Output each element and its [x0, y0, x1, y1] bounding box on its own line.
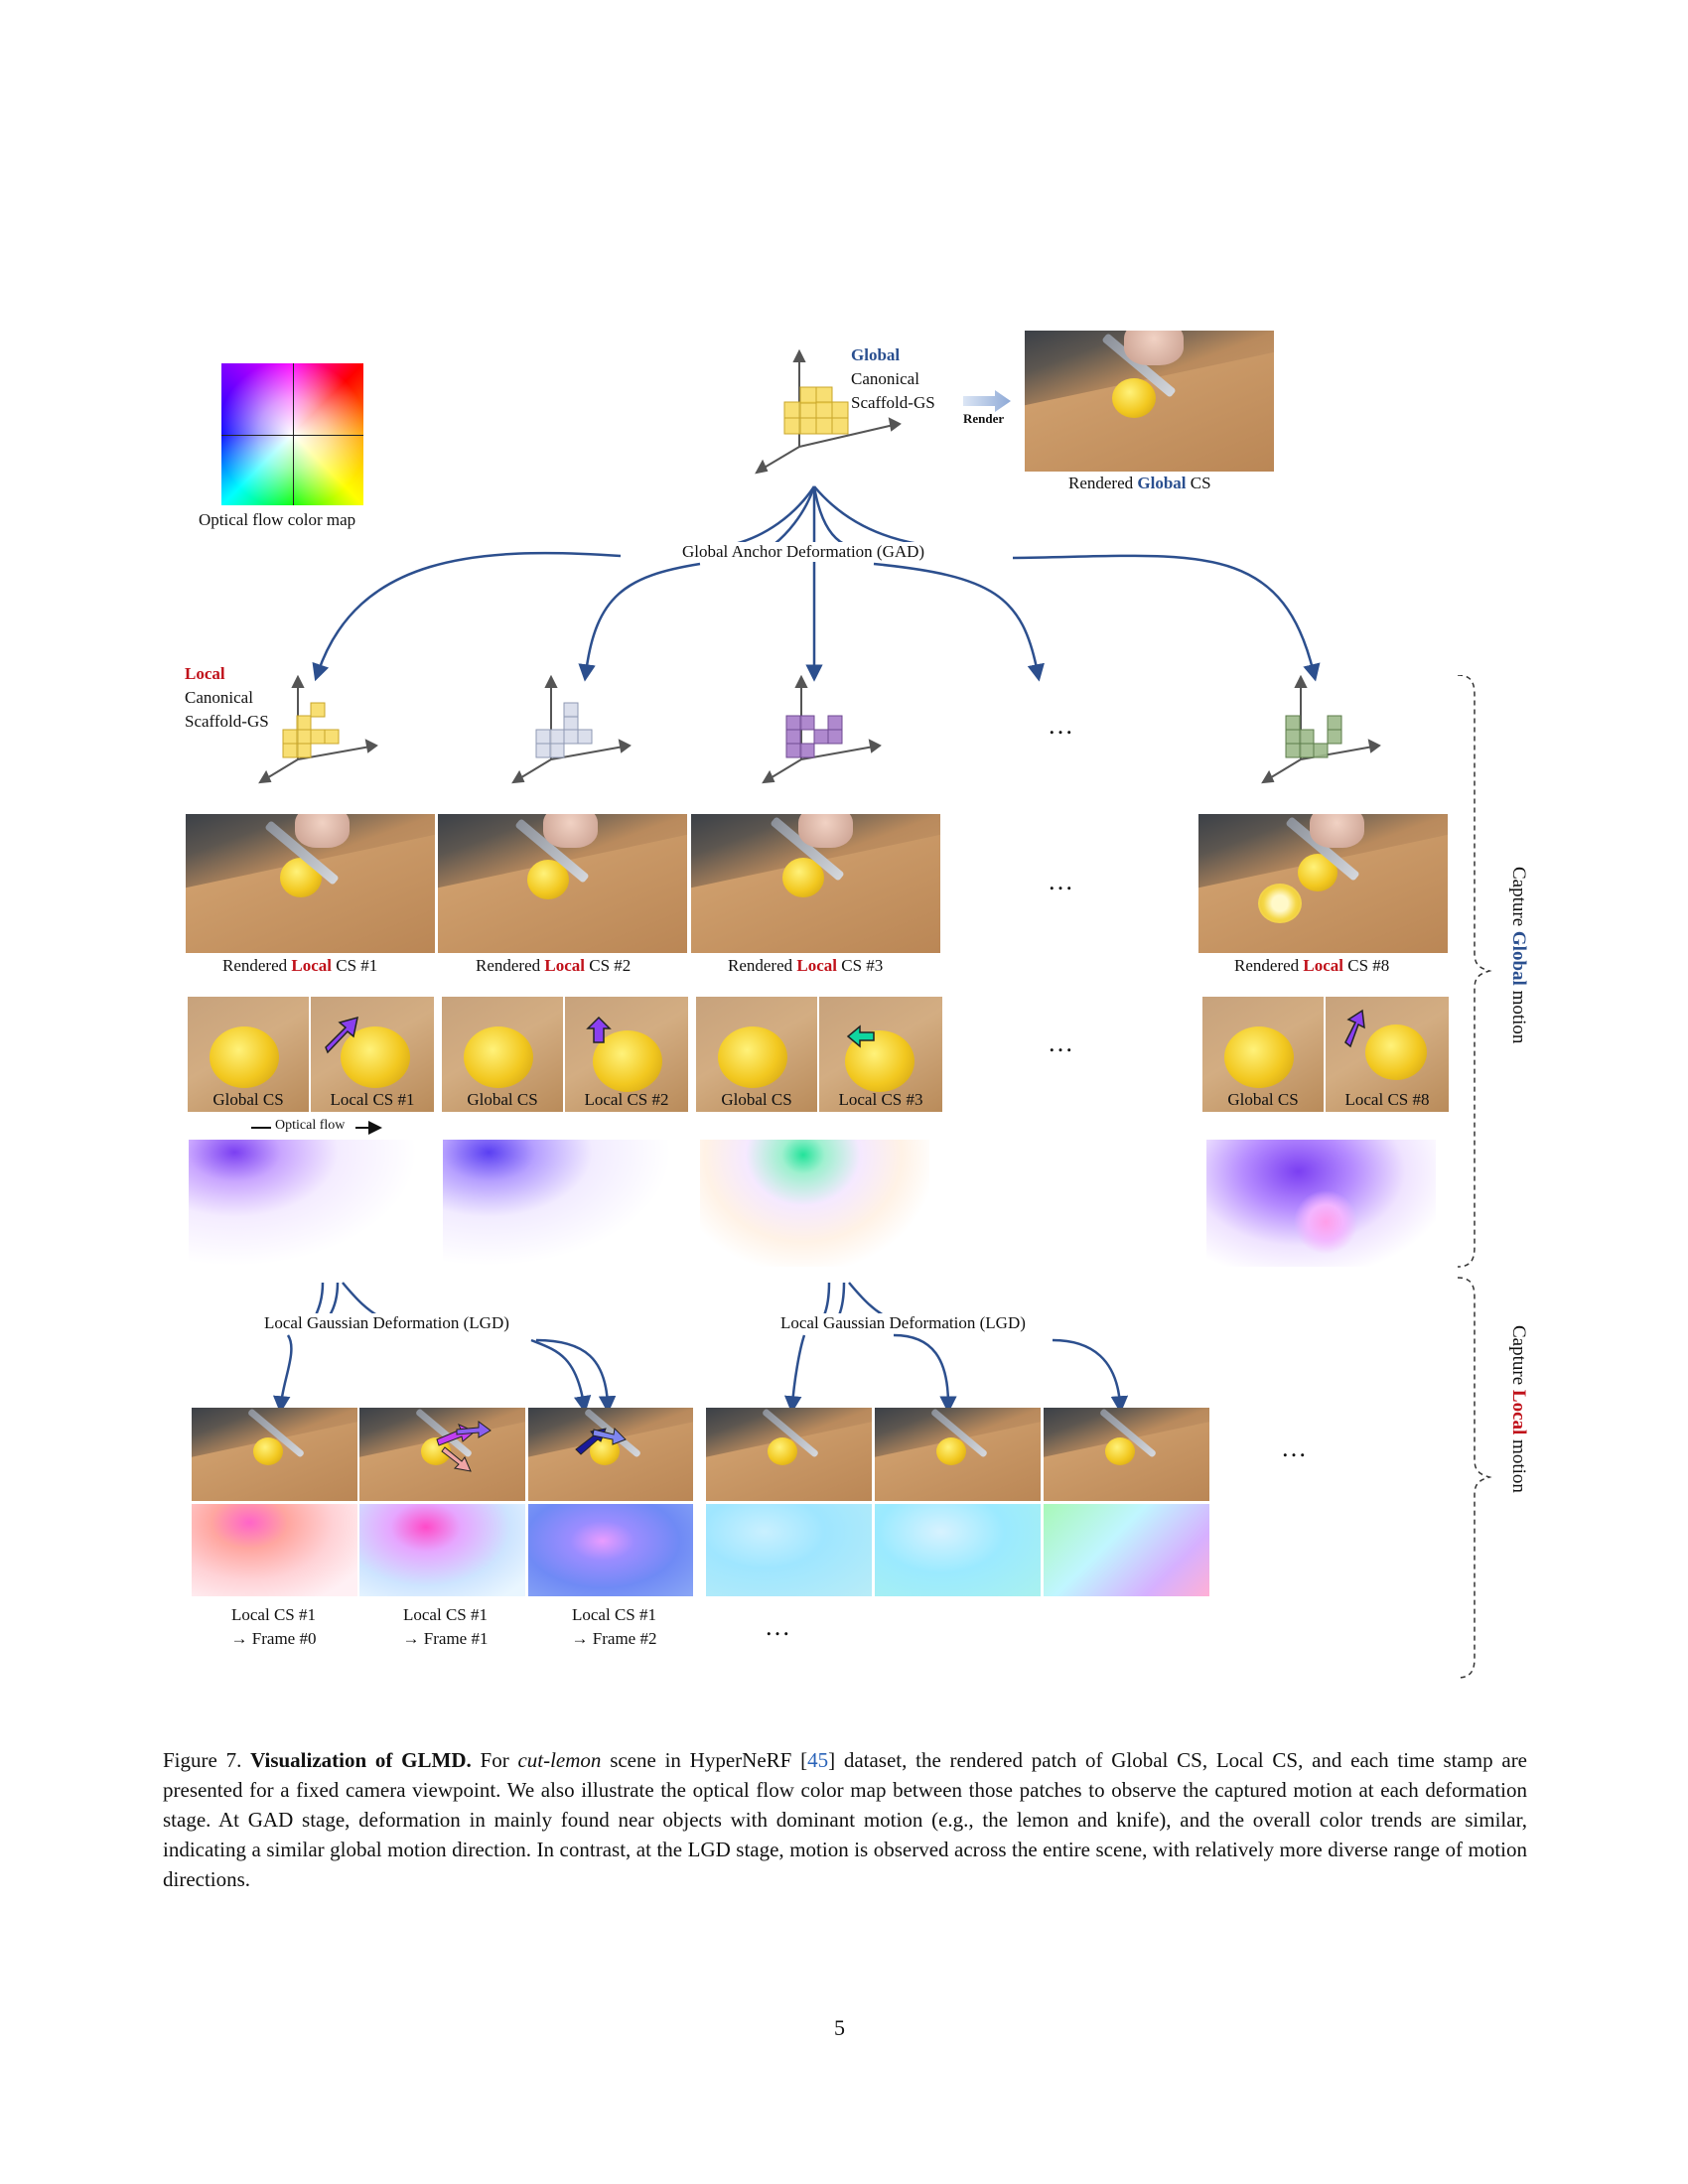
local-scaffold-icon-1: [258, 675, 378, 784]
ellipsis-scaffold: …: [1048, 711, 1073, 740]
local-scaffold-label: Local Canonical Scaffold-GS: [185, 664, 269, 731]
zoom-local-1: Local CS #1: [311, 997, 434, 1112]
rendered-local-image-1: [186, 814, 435, 953]
lgd-frame-image-2: [528, 1408, 693, 1501]
zoom-local-8: Local CS #8: [1326, 997, 1449, 1112]
lgd-flow-1: [359, 1504, 525, 1596]
render-label: Render: [963, 411, 1005, 426]
lgd-flow-4: [875, 1504, 1041, 1596]
rendered-local-image-3: [691, 814, 940, 953]
lgd-flow-0: [192, 1504, 357, 1596]
global-scaffold-label: Global Canonical Scaffold-GS: [851, 345, 935, 412]
local-scaffold-icon-2: [511, 675, 632, 784]
flow-gad-8: [1206, 1140, 1436, 1267]
render-arrow-icon: [963, 390, 1011, 412]
lgd-frame-image-1: [359, 1408, 525, 1501]
optical-flow-colormap: [221, 363, 363, 505]
zoom-global-2: Global CS: [442, 997, 563, 1112]
local-scaffold-icon-8: [1261, 675, 1381, 784]
zoom-local-3: Local CS #3: [819, 997, 942, 1112]
lgd-flow-3: [706, 1504, 872, 1596]
rendered-local-image-8: [1198, 814, 1448, 953]
figure-caption: Figure 7. Visualization of GLMD. For cut…: [163, 1748, 1528, 1891]
gad-label: Global Anchor Deformation (GAD): [678, 542, 929, 563]
optical-flow-label: Optical flow: [275, 1118, 346, 1133]
rendered-local-label-1: Rendered Local CS #1: [222, 956, 378, 975]
frame-label-2: Local CS #1→ Frame #2: [571, 1605, 657, 1648]
lgd-frame-image-3: [706, 1408, 872, 1501]
zoom-global-1: Global CS: [188, 997, 309, 1112]
lgd-flow-5: [1044, 1504, 1209, 1596]
local-scaffold-icon-3: [762, 675, 882, 784]
frame-label-0: Local CS #1→ Frame #0: [230, 1605, 317, 1648]
ellipsis-rendered: …: [1048, 867, 1073, 895]
flow-gad-1: [189, 1140, 418, 1267]
lgd-label-left: Local Gaussian Deformation (LGD): [262, 1313, 511, 1334]
zoom-global-8: Global CS: [1202, 997, 1324, 1112]
rendered-global-image: [1025, 331, 1274, 472]
ellipsis-lgd: …: [1281, 1433, 1307, 1462]
lgd-frame-image-5: [1044, 1408, 1209, 1501]
ellipsis-zoom: …: [1048, 1028, 1073, 1057]
rendered-local-label-3: Rendered Local CS #3: [728, 956, 884, 975]
flow-gad-2: [443, 1140, 672, 1267]
optical-flow-arrow: [251, 1121, 382, 1135]
rendered-local-image-2: [438, 814, 687, 953]
colormap-label: Optical flow color map: [199, 510, 356, 529]
side-braces: [1457, 675, 1492, 1679]
global-scaffold-icon: [755, 348, 902, 475]
lgd-frame-image-0: [192, 1408, 357, 1501]
frame-label-1: Local CS #1→ Frame #1: [402, 1605, 489, 1648]
lgd-motion-arrows: [436, 1421, 627, 1472]
motion-arrows: [325, 1009, 1365, 1054]
page-number: 5: [834, 2015, 845, 2040]
rendered-local-label-2: Rendered Local CS #2: [476, 956, 632, 975]
lgd-label-right: Local Gaussian Deformation (LGD): [778, 1313, 1028, 1334]
zoom-global-3: Global CS: [696, 997, 817, 1112]
rendered-local-label-8: Rendered Local CS #8: [1234, 956, 1390, 975]
lgd-flow-2: [528, 1504, 693, 1596]
lgd-frame-image-4: [875, 1408, 1041, 1501]
rendered-global-label: Rendered Global CS: [1068, 474, 1211, 492]
ellipsis-frames: …: [765, 1612, 790, 1641]
flow-gad-3: [700, 1140, 929, 1267]
deformation-arrows: [272, 485, 1321, 1414]
